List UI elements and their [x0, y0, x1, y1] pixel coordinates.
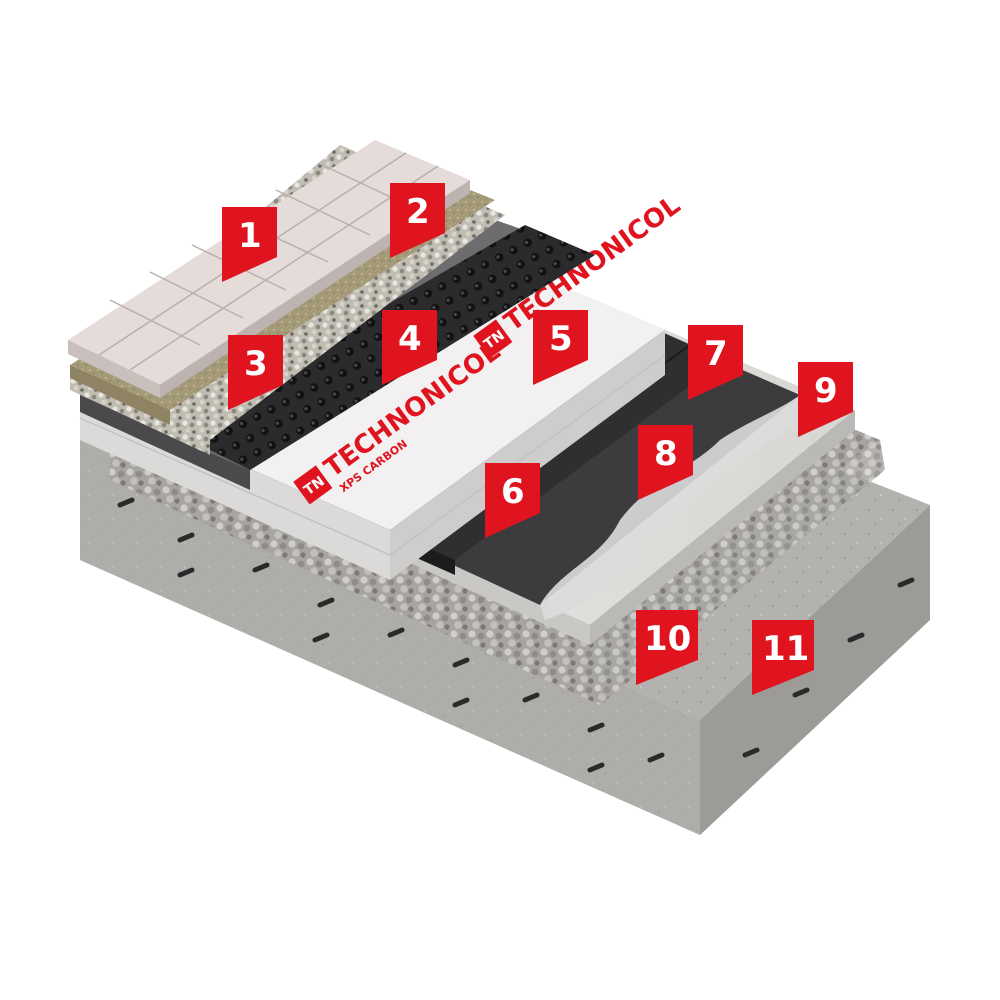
layer-markers: 1 2 3 4 5 6 7 8	[222, 183, 853, 695]
marker-5: 5	[533, 310, 588, 385]
marker-9: 9	[798, 362, 853, 437]
marker-4-label: 4	[398, 319, 422, 359]
marker-11: 11	[752, 620, 814, 695]
marker-5-label: 5	[549, 319, 573, 359]
marker-6: 6	[485, 463, 540, 538]
marker-3-label: 3	[244, 344, 268, 384]
marker-8-label: 8	[654, 434, 678, 474]
marker-8: 8	[638, 425, 693, 500]
marker-2-label: 2	[406, 192, 430, 232]
marker-3: 3	[228, 335, 283, 410]
marker-10-label: 10	[644, 619, 691, 659]
marker-1: 1	[222, 207, 277, 282]
marker-6-label: 6	[501, 472, 525, 512]
marker-7: 7	[688, 325, 743, 400]
marker-7-label: 7	[704, 334, 728, 374]
rebar-ends	[117, 497, 915, 773]
marker-1-label: 1	[238, 216, 262, 256]
marker-2: 2	[390, 183, 445, 258]
marker-9-label: 9	[814, 371, 838, 411]
marker-10: 10	[636, 610, 698, 685]
marker-4: 4	[382, 310, 437, 385]
marker-11-label: 11	[762, 629, 809, 669]
